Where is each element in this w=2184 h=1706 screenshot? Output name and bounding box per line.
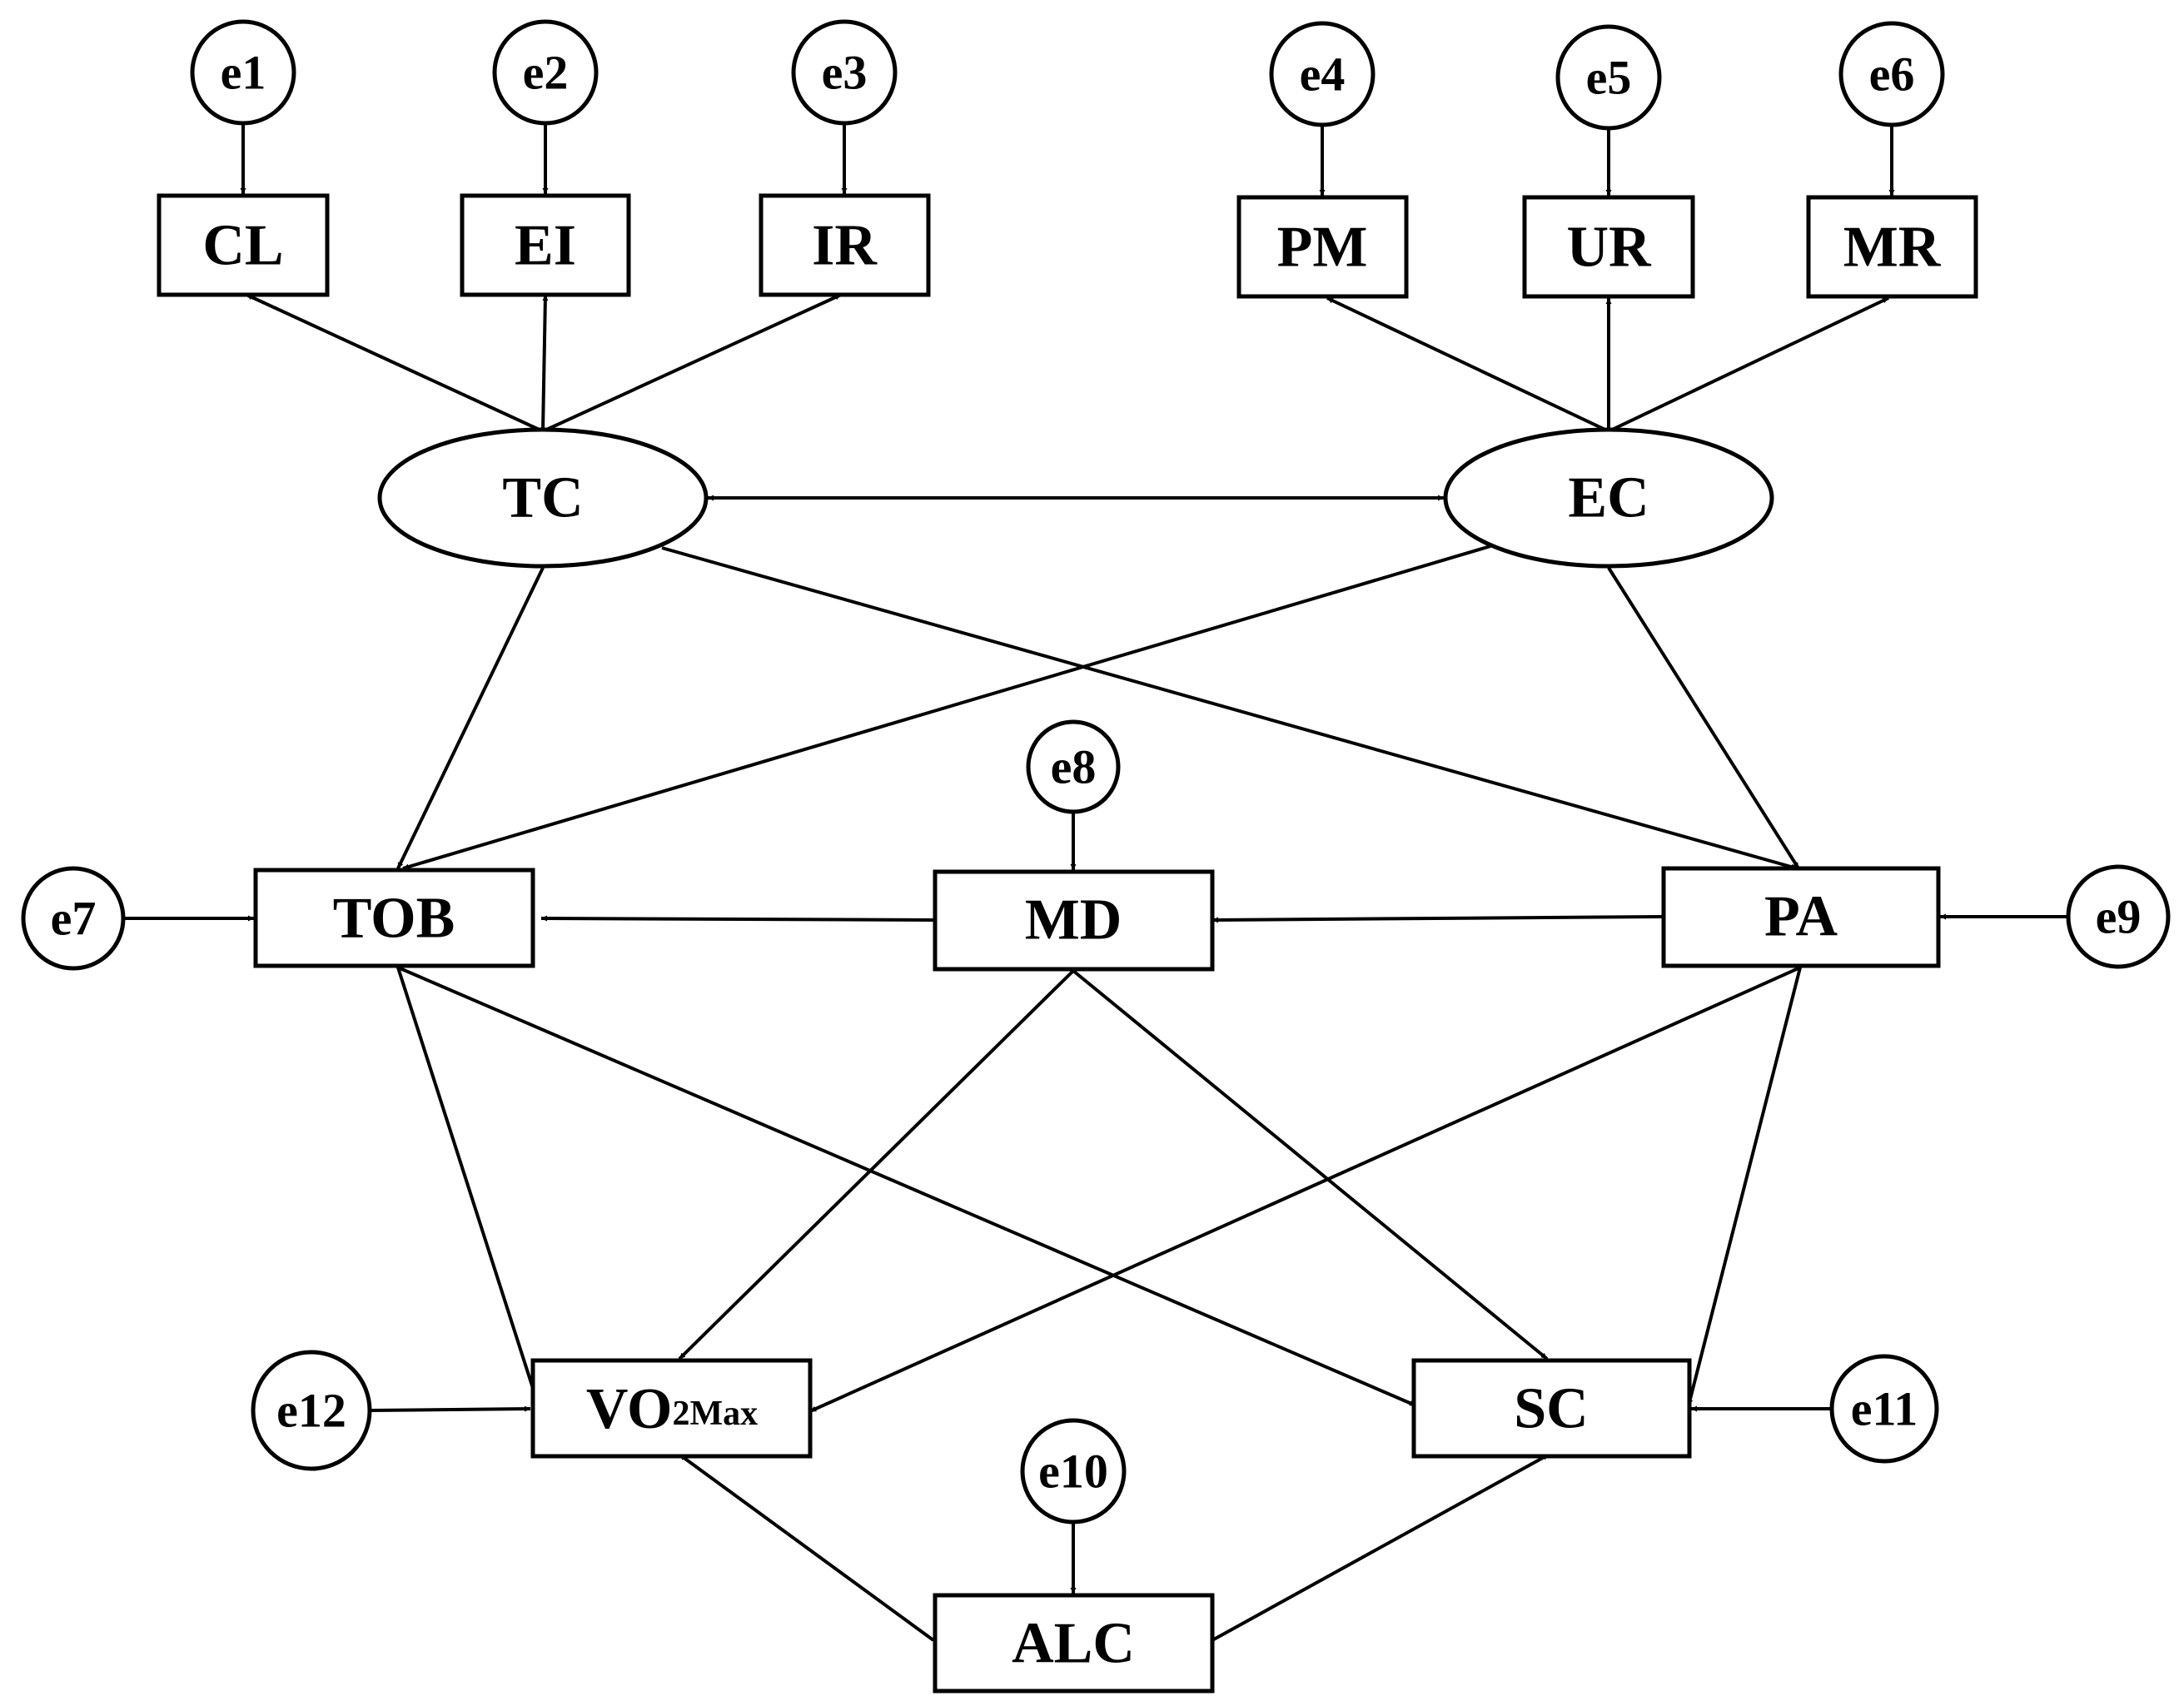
- error-e7-label: e7: [51, 892, 97, 946]
- edges: [123, 123, 2068, 1642]
- edge-e12-vo2max: [369, 1405, 531, 1412]
- error-e6-label: e6: [1869, 47, 1915, 102]
- vo2max-main-text: VO: [586, 1377, 673, 1441]
- error-e3: e3: [791, 19, 898, 126]
- error-e12: e12: [251, 1350, 372, 1471]
- error-e3-label: e3: [822, 46, 868, 100]
- observed-tob: TOB: [253, 868, 535, 968]
- latent-variables: TC EC: [377, 427, 1774, 569]
- error-e12-label: e12: [276, 1384, 346, 1438]
- observed-sc: SC: [1411, 1358, 1692, 1459]
- observed-tob-label: TOB: [333, 887, 455, 951]
- edge-ec-mr: [1608, 296, 1889, 433]
- observed-vo2max-label: VO2Max: [586, 1377, 758, 1441]
- edge-tc-tob: [396, 567, 545, 869]
- edge-alc-sc: [1211, 1453, 1550, 1642]
- latent-tc: TC: [377, 427, 709, 569]
- observed-md-label: MD: [1025, 888, 1122, 952]
- edge-pa-sc: [1687, 967, 1802, 1406]
- edge-ec-pm: [1326, 296, 1609, 433]
- error-terms: e1 e2 e3 e4 e5 e6 e7 e8 e9 e10 e11 e12: [21, 19, 2171, 1524]
- edge-tc-ei: [541, 294, 549, 432]
- indicator-cl-label: CL: [202, 214, 283, 278]
- error-e10: e10: [1020, 1418, 1127, 1524]
- indicator-pm: PM: [1236, 195, 1409, 299]
- indicator-mr-label: MR: [1843, 216, 1942, 280]
- observed-pa-label: PA: [1764, 885, 1838, 949]
- error-e4-label: e4: [1300, 47, 1346, 102]
- error-e1: e1: [190, 19, 296, 126]
- edge-tc-pa: [661, 546, 1798, 870]
- error-e5-label: e5: [1586, 51, 1632, 105]
- error-e8-label: e8: [1051, 740, 1097, 794]
- error-e11-label: e11: [1851, 1382, 1918, 1436]
- observed-alc-label: ALC: [1012, 1612, 1135, 1676]
- vo2max-subscript-text: 2Max: [672, 1395, 758, 1433]
- indicator-ir-label: IR: [812, 214, 878, 278]
- error-e5: e5: [1555, 24, 1662, 131]
- indicator-cl: CL: [157, 193, 330, 297]
- indicator-ur: UR: [1522, 195, 1695, 299]
- indicator-mr: MR: [1806, 195, 1978, 299]
- edge-ec-pa: [1607, 566, 1800, 870]
- edge-md-tob: [540, 915, 934, 922]
- error-e6: e6: [1838, 21, 1945, 127]
- edge-alc-vo2max: [678, 1453, 935, 1642]
- observed-alc: ALC: [933, 1593, 1215, 1694]
- error-e2: e2: [492, 19, 599, 126]
- indicator-boxes: CL EI IR PM UR MR: [157, 193, 1978, 299]
- observed-variables: TOB MD PA VO2Max SC ALC: [253, 866, 1941, 1694]
- error-e8: e8: [1026, 719, 1121, 814]
- error-e7: e7: [21, 866, 126, 971]
- observed-pa: PA: [1661, 866, 1941, 968]
- latent-ec-label: EC: [1568, 466, 1649, 530]
- observed-sc-label: SC: [1514, 1377, 1588, 1441]
- indicator-ur-label: UR: [1566, 216, 1652, 280]
- indicator-pm-label: PM: [1277, 216, 1368, 280]
- error-e9: e9: [2066, 864, 2171, 969]
- indicator-ei-label: EI: [515, 214, 576, 278]
- error-e2-label: e2: [523, 46, 569, 100]
- edge-tc-ir: [542, 293, 842, 433]
- error-e10-label: e10: [1038, 1445, 1108, 1499]
- edge-md-vo2max: [678, 969, 1075, 1360]
- latent-ec: EC: [1443, 427, 1774, 569]
- error-e4: e4: [1269, 21, 1376, 127]
- indicator-ei: EI: [460, 193, 631, 297]
- indicator-ir: IR: [759, 193, 931, 297]
- observed-md: MD: [933, 869, 1215, 972]
- error-e11: e11: [1829, 1354, 1939, 1464]
- observed-vo2max: VO2Max: [530, 1358, 813, 1459]
- edge-tob-sc: [397, 966, 1416, 1407]
- error-e1-label: e1: [221, 46, 266, 100]
- edge-ec-tob: [402, 545, 1491, 870]
- edge-tc-cl: [246, 293, 544, 433]
- edge-pa-md: [1211, 915, 1663, 923]
- latent-tc-label: TC: [502, 466, 583, 530]
- error-e9-label: e9: [2096, 890, 2142, 944]
- edge-tob-vo2max: [396, 967, 540, 1405]
- edge-md-sc: [1072, 969, 1549, 1360]
- edge-pa-vo2max: [809, 966, 1801, 1413]
